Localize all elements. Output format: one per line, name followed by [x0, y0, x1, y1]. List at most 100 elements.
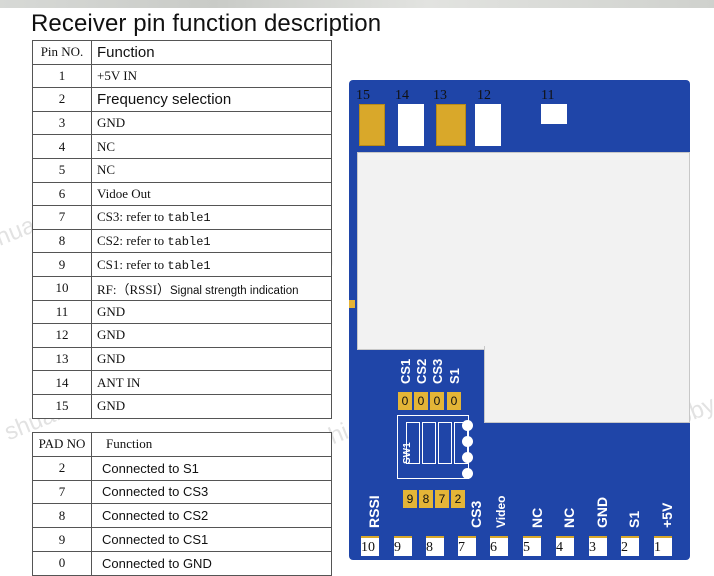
- pin-no: 15: [32, 393, 92, 419]
- rssi-desc: Signal strength indication: [169, 284, 299, 297]
- pad-function: Connected to CS1: [91, 527, 332, 552]
- pin-no-header: Pin NO.: [32, 40, 92, 65]
- pin-function: GND: [91, 110, 332, 136]
- pad-function: Connected to S1: [91, 455, 332, 481]
- table-ref: table1: [167, 258, 211, 273]
- jumper-pad: 0: [430, 392, 444, 410]
- top-pad: [359, 104, 385, 146]
- pin-no: 12: [32, 323, 92, 348]
- via: [462, 452, 473, 463]
- pin-no: 9: [32, 252, 92, 277]
- pin-function: GND: [91, 393, 332, 419]
- pad-no: 9: [32, 527, 92, 552]
- pin-function: NC: [91, 157, 332, 183]
- s1-bottom-label: S1: [626, 510, 642, 528]
- table-header-row: Pin NO. Function: [32, 40, 332, 65]
- top-pin-label: 11: [541, 88, 555, 103]
- pad-no: 2: [32, 455, 92, 481]
- bottom-pin-label: 9: [394, 540, 401, 555]
- switch-slot: [406, 422, 420, 464]
- pin-function: Vidoe Out: [91, 181, 332, 207]
- top-pin-label: 15: [356, 88, 370, 103]
- top-pad: [475, 104, 501, 146]
- via: [462, 436, 473, 447]
- via: [462, 468, 473, 479]
- pad-label: 7: [435, 490, 449, 508]
- pin-function: NC: [91, 134, 332, 159]
- top-pad: [541, 104, 567, 124]
- pin-function: CS3: refer to table1: [91, 205, 332, 230]
- bottom-pin-label: 2: [621, 540, 628, 555]
- cs-code: CS3:: [97, 209, 124, 225]
- pin-function: ANT IN: [91, 370, 332, 395]
- bottom-pad: [589, 536, 607, 556]
- bottom-pad: [458, 536, 476, 556]
- pad-label: 8: [419, 490, 433, 508]
- pin-function: GND: [91, 346, 332, 372]
- 5v-label: +5V: [659, 502, 675, 528]
- bottom-pin-label: 10: [361, 540, 375, 555]
- top-pad: [398, 104, 424, 146]
- bottom-pad: [556, 536, 574, 556]
- bottom-pin-label: 8: [426, 540, 433, 555]
- nc-label: NC: [529, 507, 545, 528]
- bottom-pin-label: 5: [523, 540, 530, 555]
- pad-no: 8: [32, 503, 92, 529]
- rf-code: RF:（RSSI）: [97, 281, 170, 297]
- pad-label: 9: [403, 490, 417, 508]
- refer-text: refer to: [126, 256, 165, 272]
- nc-label: NC: [561, 507, 577, 528]
- refer-text: refer to: [126, 233, 165, 249]
- video-label: Video: [494, 495, 508, 528]
- refer-text: refer to: [126, 209, 165, 225]
- pad-function: Connected to CS3: [91, 479, 332, 505]
- table-ref: table1: [167, 235, 211, 250]
- bottom-pad: [621, 536, 639, 556]
- bottom-pin-label: 7: [458, 540, 465, 555]
- cs1-label: CS1: [398, 358, 413, 384]
- rf-shield: [357, 152, 690, 350]
- pad-no: 0: [32, 550, 92, 576]
- top-photo-band: [0, 0, 714, 8]
- top-pin-label: 14: [395, 88, 409, 103]
- pin-no: 5: [32, 157, 92, 183]
- jumper-pad: 0: [398, 392, 412, 410]
- pin-no: 10: [32, 275, 92, 301]
- bottom-pad: [523, 536, 541, 556]
- bottom-pin-label: 1: [654, 540, 661, 555]
- bottom-pad: [654, 536, 672, 556]
- bottom-pad: [490, 536, 508, 556]
- pin-function: CS1: refer to table1: [91, 252, 332, 277]
- sw1-label: SW1: [402, 442, 413, 464]
- pin-no: 2: [32, 87, 92, 112]
- cs-code: CS2:: [97, 233, 124, 249]
- pin-no: 14: [32, 370, 92, 395]
- pad-function: Connected to GND: [91, 550, 332, 576]
- bottom-pin-label: 3: [589, 540, 596, 555]
- top-pin-label: 12: [477, 88, 491, 103]
- pin-function: GND: [91, 299, 332, 325]
- pin-function: RF:（RSSI）Signal strength indication: [91, 275, 332, 301]
- jumper-pad: 0: [414, 392, 428, 410]
- pin-no: 7: [32, 205, 92, 230]
- pin-no: 6: [32, 181, 92, 207]
- bottom-pad: [394, 536, 412, 556]
- page-title: Receiver pin function description: [31, 10, 382, 37]
- pin-no: 1: [32, 63, 92, 89]
- pin-function: CS2: refer to table1: [91, 228, 332, 254]
- function-header: Function: [91, 432, 332, 457]
- table-row: 1+5V IN: [32, 63, 332, 89]
